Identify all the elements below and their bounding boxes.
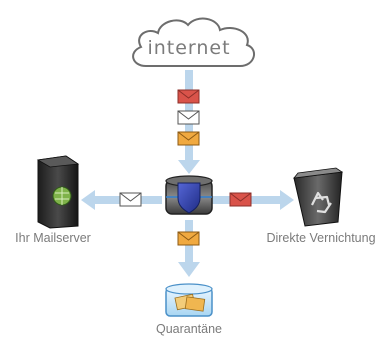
envelope-orange-2 [177, 231, 200, 246]
envelope-red-1 [177, 89, 200, 104]
quarantine-label: Quarantäne [156, 322, 222, 336]
envelope-red-2 [229, 192, 252, 207]
quarantine-box [165, 283, 213, 317]
recycle-icon [311, 191, 332, 214]
internet-cloud: internet [132, 17, 256, 67]
envelope-orange-1 [177, 131, 200, 146]
envelope-white-1 [177, 110, 200, 125]
shield-icon [177, 182, 201, 214]
recycle-bin [293, 167, 344, 227]
envelope-white-2 [119, 192, 142, 207]
destroy-label: Direkte Vernichtung [266, 231, 375, 245]
filter-appliance [165, 175, 213, 215]
mail-server [36, 155, 80, 229]
arrow-right-to-destroy [212, 190, 294, 210]
arrow-down-to-quarantine [178, 220, 200, 277]
quarantine-envelope-icon [174, 293, 206, 312]
mailserver-label: Ihr Mailserver [15, 231, 91, 245]
cloud-label: internet [147, 37, 230, 59]
